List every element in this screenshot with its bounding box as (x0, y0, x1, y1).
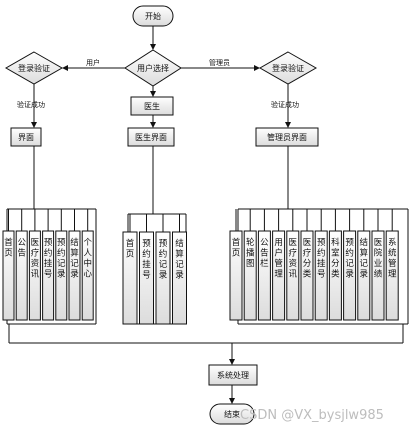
edge-admin-label: 管理员 (209, 58, 230, 67)
admin-login-decision: 登录验证 (258, 51, 318, 85)
module-label: 医疗分类 (303, 238, 312, 280)
select-decision: 用户选择 (124, 49, 182, 87)
module-label: 结算记录 (175, 238, 184, 281)
end-node: 结束 (209, 403, 255, 425)
module-label: 结算记录 (70, 237, 79, 280)
user-ui-node: 界面 (10, 127, 42, 147)
admin-ui-node: 管理员界面 (255, 127, 319, 147)
module-label: 预约挂号 (44, 237, 53, 280)
watermark: CSDN @VX_bysjlw985 (240, 408, 384, 423)
module-label: 预约记录 (57, 237, 66, 280)
start-label: 开始 (145, 11, 161, 21)
doctor-node: 医生 (130, 96, 174, 116)
module-label: 科室分类 (331, 237, 340, 280)
module-box (2, 230, 15, 321)
process-label: 系统处理 (217, 370, 249, 380)
module-label: 系统管理 (388, 237, 397, 280)
module-box (286, 230, 300, 321)
module-box (371, 230, 385, 321)
doctor-label: 医生 (144, 101, 160, 111)
module-box (357, 230, 371, 321)
module-label: 公告栏 (260, 238, 269, 269)
module-box (272, 230, 286, 321)
module-box (15, 230, 28, 321)
module-label: 首页 (4, 237, 13, 259)
module-box (28, 230, 41, 321)
end-label: 结束 (224, 409, 240, 419)
module-box (68, 230, 81, 321)
module-box (243, 230, 257, 321)
admin-success-label: 验证成功 (271, 100, 299, 109)
module-label: 医疗资讯 (289, 238, 298, 280)
module-box (229, 230, 243, 321)
module-label: 轮播图 (246, 237, 255, 269)
module-label: 预约挂号 (142, 238, 151, 281)
module-label: 首页 (232, 237, 241, 259)
module-box (155, 231, 171, 325)
module-label: 公告 (17, 238, 26, 259)
module-box (172, 231, 187, 325)
admin-ui-label: 管理员界面 (267, 132, 307, 142)
user-login-label: 登录验证 (18, 63, 50, 73)
module-label: 首页 (126, 238, 135, 260)
module-label: 结算记录 (360, 237, 369, 280)
user-ui-label: 界面 (18, 133, 34, 142)
module-box (122, 231, 138, 325)
user-login-decision: 登录验证 (4, 51, 64, 85)
select-label: 用户选择 (137, 63, 169, 73)
module-box (385, 230, 399, 321)
admin-modules-group: 首页轮播图公告栏用户管理医疗资讯医疗分类预约挂号科室分类预约记录结算记录医院业绩… (229, 208, 409, 325)
module-box (300, 230, 314, 321)
module-label: 预约记录 (345, 237, 354, 280)
module-label: 预约挂号 (317, 237, 326, 280)
module-label: 医疗资讯 (31, 238, 40, 280)
edge-user-label: 用户 (86, 58, 100, 67)
module-box (257, 230, 271, 321)
module-label: 预约记录 (159, 238, 168, 281)
module-box (328, 230, 342, 321)
module-box (81, 230, 94, 321)
module-box (139, 231, 154, 325)
doctor-ui-node: 医生界面 (127, 127, 175, 147)
module-box (314, 230, 328, 321)
module-label: 医院业绩 (374, 238, 383, 280)
doctor-ui-label: 医生界面 (135, 132, 167, 142)
admin-login-label: 登录验证 (272, 63, 304, 73)
module-box (343, 230, 357, 321)
user-success-label: 验证成功 (17, 100, 45, 109)
process-node: 系统处理 (208, 364, 258, 386)
module-label: 用户管理 (274, 238, 283, 280)
module-box (42, 230, 55, 321)
start-node: 开始 (132, 5, 174, 27)
module-label: 个人中心 (83, 238, 92, 280)
module-box (55, 230, 68, 321)
